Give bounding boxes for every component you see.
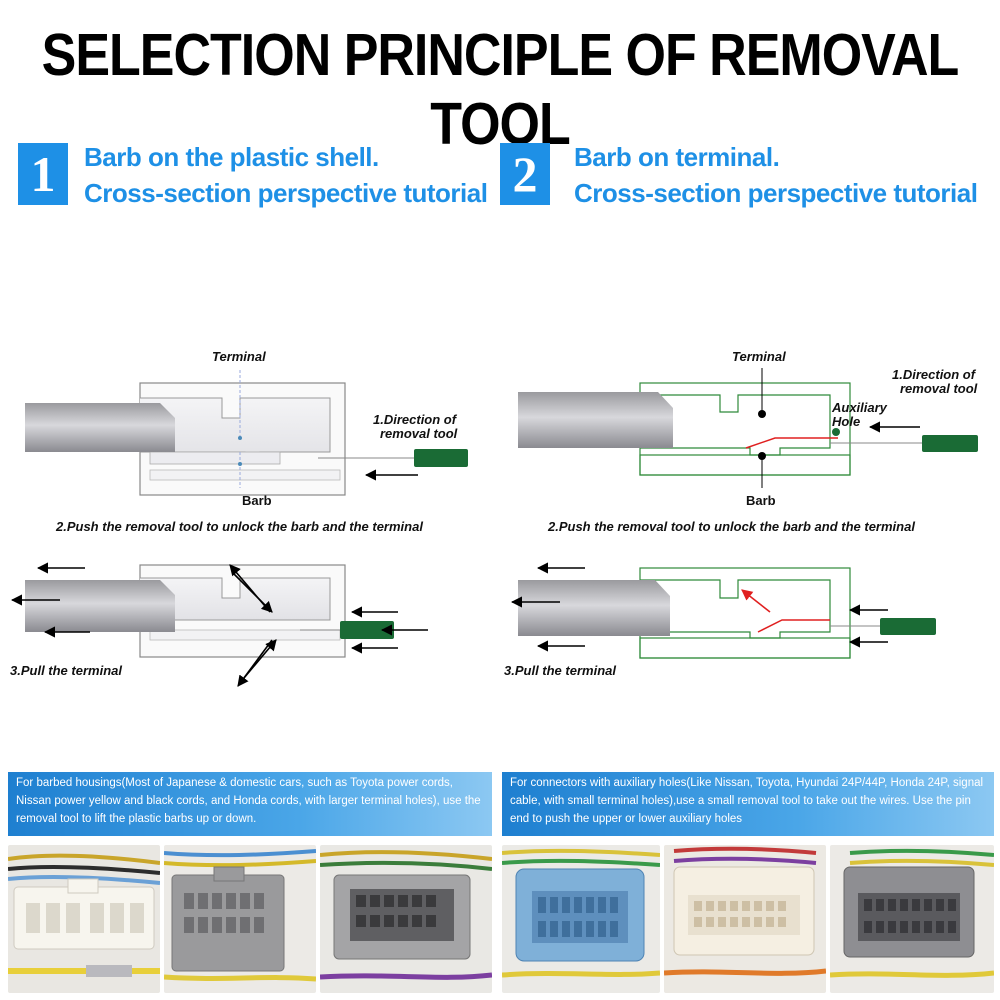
right-info-banner: For connectors with auxiliary holes(Like… <box>502 772 994 836</box>
page-title: SELECTION PRINCIPLE OF REMOVAL TOOL <box>41 22 960 158</box>
right-aux-line1: Auxiliary <box>832 400 887 415</box>
right-pin-top <box>518 392 673 448</box>
right-aux-line2: Hole <box>832 414 861 429</box>
right-barb-label: Barb <box>746 493 776 508</box>
left-direction-line2: removal tool <box>380 426 458 441</box>
step-2-line1: Barb on terminal. <box>574 142 780 172</box>
photo-toyota-24p-connector <box>664 845 826 993</box>
left-barb-label: Barb <box>242 493 272 508</box>
left-info-banner: For barbed housings(Most of Japanese & d… <box>8 772 492 836</box>
right-terminal-label: Terminal <box>732 349 786 364</box>
photo-toyota-connector <box>8 845 160 993</box>
step-1-line2: Cross-section perspective tutorial <box>84 178 488 208</box>
right-shell-bottom <box>639 567 851 659</box>
photo-honda-connector <box>164 845 316 993</box>
right-pull-caption: 3.Pull the terminal <box>504 663 616 678</box>
step-2-line2: Cross-section perspective tutorial <box>574 178 978 208</box>
right-pin-bottom <box>518 580 670 636</box>
left-tool-top <box>414 449 468 467</box>
left-push-caption: 2.Push the removal tool to unlock the ba… <box>56 519 423 534</box>
photo-nissan-connector <box>502 845 660 993</box>
left-direction-line1: 1.Direction of <box>373 412 457 427</box>
right-direction-line2: removal tool <box>900 381 978 396</box>
left-pin-top <box>25 403 175 452</box>
right-tool-top <box>922 435 978 452</box>
step-1-line1: Barb on the plastic shell. <box>84 142 379 172</box>
step-1-badge: 1 <box>18 143 68 205</box>
photo-power-connector <box>320 845 492 993</box>
right-tool-bottom <box>880 618 936 635</box>
right-direction-line1: 1.Direction of <box>892 367 976 382</box>
left-terminal-label: Terminal <box>212 349 266 364</box>
left-tool-bottom <box>340 621 394 639</box>
left-shell-bottom <box>139 564 346 658</box>
photo-hyundai-connector <box>830 845 994 993</box>
left-pull-caption: 3.Pull the terminal <box>10 663 122 678</box>
step-2-badge: 2 <box>500 143 550 205</box>
right-push-caption: 2.Push the removal tool to unlock the ba… <box>548 519 915 534</box>
left-pin-bottom <box>25 580 175 632</box>
